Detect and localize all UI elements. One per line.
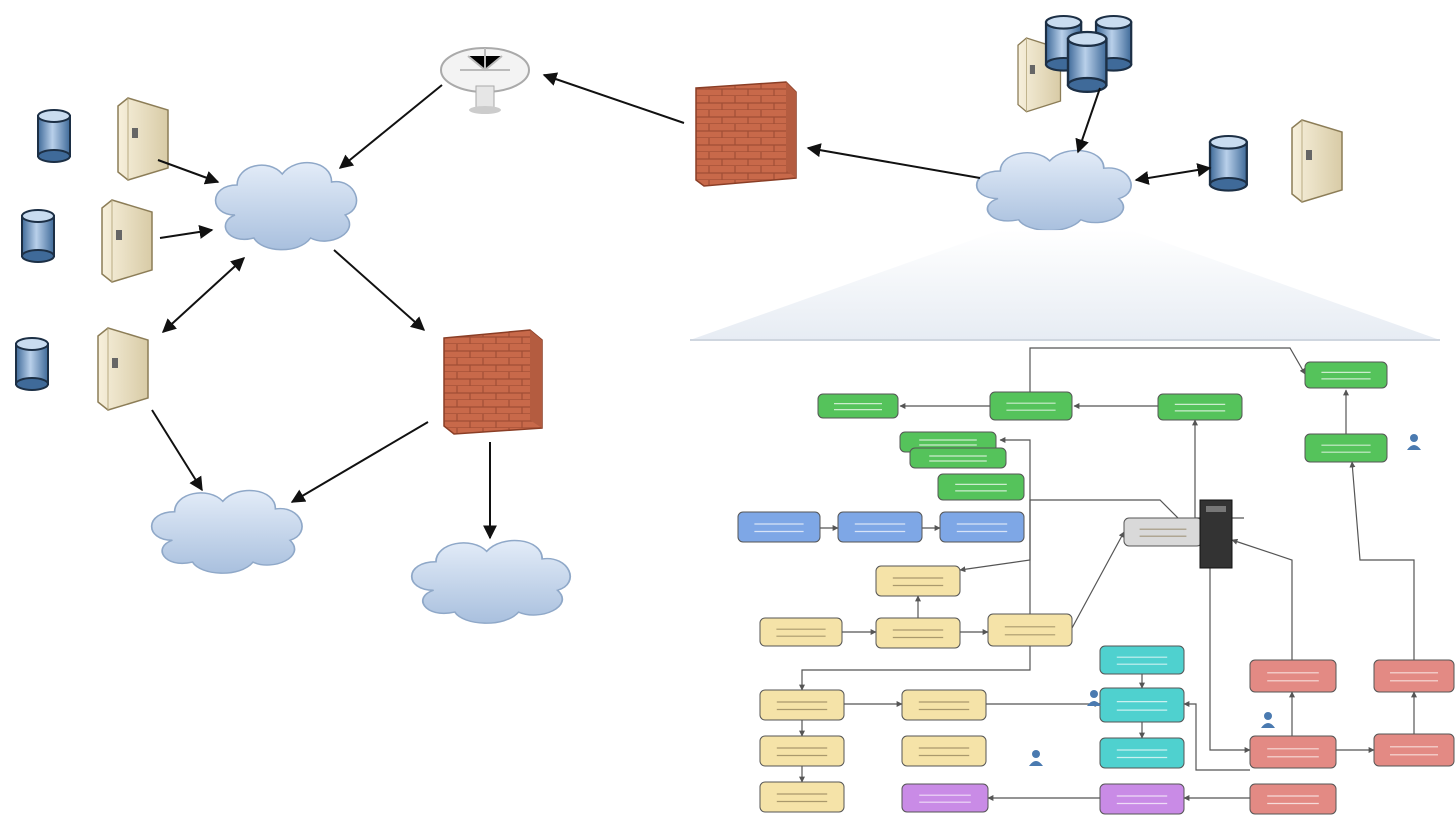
server-icon	[101, 199, 153, 283]
box-red-3	[1249, 735, 1337, 769]
box-red-4	[1373, 733, 1455, 767]
database-icon	[1208, 134, 1248, 192]
network-switch-icon	[1199, 499, 1233, 569]
zoom-fan	[690, 230, 1440, 340]
firewall-icon	[443, 329, 543, 435]
box-yellow-6	[759, 735, 845, 767]
workflow-icons	[1029, 434, 1421, 766]
cloud-icon	[214, 161, 358, 251]
person-icon	[1087, 690, 1101, 706]
box-red-5	[1249, 783, 1337, 815]
database-icon	[21, 209, 55, 263]
server-icon	[1291, 119, 1343, 203]
box-red-1	[1249, 659, 1337, 693]
box-green-1	[817, 393, 899, 419]
box-gray-1	[1123, 517, 1203, 547]
box-purple-1	[901, 783, 989, 813]
box-green-5	[1304, 433, 1388, 463]
box-yellow-9	[901, 735, 987, 767]
box-yellow-7	[759, 781, 845, 813]
box-green-2	[989, 391, 1073, 421]
box-yellow-8	[901, 689, 987, 721]
box-purple-2	[1099, 783, 1185, 815]
person-icon	[1407, 434, 1421, 450]
cloud-icon	[975, 149, 1132, 232]
server-icon	[117, 97, 169, 181]
box-cyan-2	[1099, 687, 1185, 723]
cloud-icon	[410, 539, 572, 625]
box-yellow-3	[875, 617, 961, 649]
box-cyan-3	[1099, 737, 1185, 769]
box-green-4	[1304, 361, 1388, 389]
box-yellow-5	[759, 689, 845, 721]
workflow-connectors	[799, 347, 1417, 801]
storage-cluster-icon	[1017, 14, 1133, 113]
workflow-boxes	[737, 361, 1455, 815]
box-green-stack-2	[909, 447, 1007, 469]
box-yellow-4	[987, 613, 1073, 647]
box-blue-3	[939, 511, 1025, 543]
right-network-connectors	[542, 72, 1212, 185]
box-red-2	[1373, 659, 1455, 693]
satellite-dish-icon	[440, 47, 530, 114]
server-icon	[97, 327, 149, 411]
box-blue-2	[837, 511, 923, 543]
firewall-icon	[695, 81, 797, 187]
database-icon	[15, 337, 49, 391]
box-yellow-2	[759, 617, 843, 647]
cloud-icon	[150, 489, 303, 575]
box-green-stack-3	[937, 473, 1025, 501]
person-icon	[1029, 750, 1043, 766]
person-icon	[1261, 712, 1275, 728]
left-network-connectors	[151, 84, 497, 540]
box-yellow-1	[875, 565, 961, 597]
box-green-3	[1157, 393, 1243, 421]
box-blue-1	[737, 511, 821, 543]
database-icon	[37, 109, 71, 163]
box-cyan-1	[1099, 645, 1185, 675]
